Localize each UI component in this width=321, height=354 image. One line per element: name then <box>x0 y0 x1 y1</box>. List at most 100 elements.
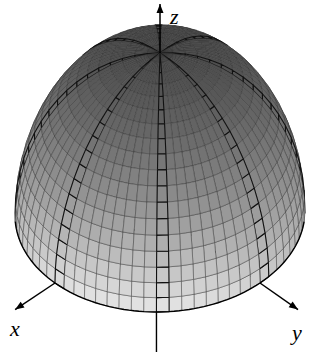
surface-patch <box>98 243 111 262</box>
y-axis <box>260 283 298 310</box>
surface-patch <box>125 200 137 218</box>
surface-patch <box>108 261 121 279</box>
axis-label: x <box>10 318 20 340</box>
surface-patch <box>142 138 151 154</box>
surface-patch <box>144 297 157 312</box>
surface-patch <box>192 246 205 264</box>
surface-patch <box>179 216 191 234</box>
surface-patch <box>160 53 161 62</box>
surface-patch <box>131 296 144 311</box>
surface-patch <box>186 181 198 199</box>
surface-patch <box>160 53 166 61</box>
surface-patch <box>190 214 202 232</box>
surface-patch <box>169 250 181 267</box>
surface-patch <box>138 169 149 186</box>
surface-patch <box>147 186 158 203</box>
surface-patch <box>180 248 193 266</box>
surface-patch <box>114 197 126 215</box>
surface-patch <box>154 53 160 62</box>
surface-patch <box>177 183 188 201</box>
surface-patch <box>160 53 165 62</box>
surface-patch <box>194 277 207 294</box>
surface-patch <box>119 279 132 296</box>
surface-patch <box>157 202 168 219</box>
surface-patch <box>171 47 183 50</box>
surface-patch <box>134 217 146 234</box>
surface-patch <box>119 294 131 310</box>
surface-patch <box>150 139 158 155</box>
surface-patch <box>109 246 122 264</box>
surface-patch <box>132 266 145 283</box>
surface-patch <box>157 170 167 186</box>
surface-patch <box>167 185 178 202</box>
surface-patch <box>123 216 135 234</box>
surface-patch <box>144 123 152 138</box>
surface-patch <box>122 232 134 250</box>
surface-patch <box>159 62 161 72</box>
surface-patch <box>169 296 182 311</box>
axis-label: z <box>170 6 179 28</box>
surface-patch <box>169 281 182 297</box>
surface-patch <box>110 230 123 248</box>
surface-patch <box>160 53 162 62</box>
surface-patch <box>157 251 169 267</box>
surface-patch <box>159 53 160 62</box>
surface-patch <box>153 96 159 109</box>
surface-patch <box>120 248 133 266</box>
surface-patch <box>144 267 156 283</box>
surface-patch <box>155 53 160 62</box>
surface-patch <box>166 169 176 186</box>
surface-patch <box>157 218 168 235</box>
surface-patch <box>158 110 164 124</box>
surface-patch <box>112 214 124 232</box>
surface-patch <box>129 167 140 184</box>
surface-patch <box>160 51 172 53</box>
surface-patch <box>145 235 157 252</box>
surface-patch <box>180 232 192 250</box>
surface-patch <box>169 266 182 283</box>
surface-patch <box>182 294 194 310</box>
surface-patch <box>146 202 157 219</box>
surface-patch <box>165 138 174 154</box>
surface-patch <box>133 234 145 251</box>
axis-label: y <box>292 322 302 344</box>
surface-patch <box>152 110 159 124</box>
surface-patch <box>193 261 206 279</box>
surface-patch <box>144 251 156 267</box>
surface-patch <box>135 201 147 218</box>
surface-patch <box>191 43 203 45</box>
surface-patch <box>126 183 138 201</box>
surface-patch <box>148 170 158 186</box>
surface-patch <box>181 264 194 281</box>
surface-patch <box>159 84 163 97</box>
surface-patch <box>160 51 173 53</box>
surface-patch <box>172 48 184 50</box>
surface-patch <box>188 197 200 215</box>
surface-patch <box>158 124 165 139</box>
x-axis <box>15 283 55 310</box>
surface-patch <box>158 53 161 62</box>
surface-patch <box>159 73 162 85</box>
x-axis-head <box>15 302 24 310</box>
surface-patch <box>107 277 119 294</box>
surface-patch <box>203 243 216 262</box>
surface-patch <box>99 227 112 246</box>
surface-patch <box>131 281 144 297</box>
surface-patch <box>140 153 150 170</box>
surface-patch <box>200 211 213 230</box>
surface-patch <box>156 53 160 62</box>
surface-patch <box>165 123 173 138</box>
lower-axis-line <box>156 312 157 352</box>
surface-patch <box>132 250 145 267</box>
surface-patch <box>181 279 194 296</box>
surface-patch <box>167 201 178 218</box>
surface-patch <box>137 47 149 50</box>
surface-patch <box>157 186 167 203</box>
surface-patch <box>120 264 133 281</box>
surface-patch <box>178 200 190 218</box>
surface-patch <box>160 53 163 62</box>
surface-patch <box>160 50 172 53</box>
surface-patch <box>202 227 215 246</box>
surface-patch <box>149 154 158 170</box>
